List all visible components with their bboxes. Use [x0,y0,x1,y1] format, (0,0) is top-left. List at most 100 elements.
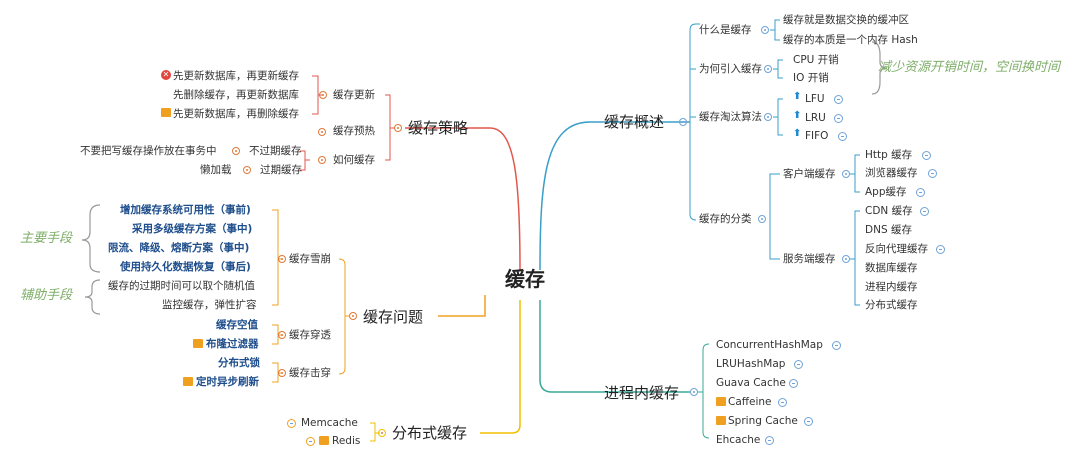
collapse-icon[interactable] [842,255,850,263]
expand-icon[interactable] [834,114,843,123]
topic-cache-strategy[interactable]: 缓存策略 [408,119,469,137]
expand-icon[interactable] [832,341,841,350]
note-why: 减少资源开销时间，空间换时间 [878,60,1061,75]
subtopic-no-expire[interactable]: 不过期缓存 [249,145,302,157]
item-redis: Redis [332,435,361,447]
flag-icon [193,339,203,348]
collapse-icon[interactable] [318,156,326,164]
bullet-icon [318,128,326,136]
flag-icon [161,108,171,117]
subtopic-how-to-cache[interactable]: 如何缓存 [333,154,375,166]
expand-icon[interactable] [916,188,925,197]
subtopic-why-cache[interactable]: 为何引入缓存 [699,63,762,75]
item-avalanche-1: 增加缓存系统可用性（事前) [120,204,251,216]
collapse-icon[interactable] [278,369,286,377]
subtopic-classify[interactable]: 缓存的分类 [699,213,752,225]
subtopic-what-is-cache[interactable]: 什么是缓存 [699,24,752,36]
subtopic-expire[interactable]: 过期缓存 [260,164,302,176]
item-browser-cache: 浏览器缓存 [865,167,918,179]
item-avalanche-2: 采用多级缓存方案（事中) [132,223,253,235]
subtopic-client-cache[interactable]: 客户端缓存 [783,168,836,180]
collapse-icon[interactable] [764,113,772,121]
collapse-icon[interactable] [349,312,357,320]
subtopic-cache-update[interactable]: 缓存更新 [333,89,375,101]
collapse-icon[interactable] [758,215,766,223]
subtopic-breakdown[interactable]: 缓存击穿 [289,367,331,379]
expand-icon[interactable] [765,436,774,445]
item-dns-cache: DNS 缓存 [865,224,912,236]
subtopic-cache-preheat[interactable]: 缓存预热 [333,125,375,137]
arrow-up-icon: ⬆ [793,91,802,102]
expand-icon[interactable] [789,379,798,388]
item-avalanche-6: 监控缓存，弹性扩容 [162,299,257,311]
item-update-2: 先删除缓存，再更新数据库 [173,89,299,101]
collapse-icon[interactable] [764,65,772,73]
expand-icon[interactable] [920,207,929,216]
expand-icon[interactable] [928,169,937,178]
collapse-icon[interactable] [278,331,286,339]
expand-icon[interactable] [922,151,931,160]
collapse-icon[interactable] [842,170,850,178]
collapse-icon[interactable] [394,124,402,132]
item-avalanche-3: 限流、降级、熔断方案（事中) [108,242,250,254]
item-memcache: Memcache [301,417,358,429]
item-bloom-filter: 布隆过滤器 [206,338,259,350]
topic-inprocess-cache[interactable]: 进程内缓存 [604,384,680,402]
item-app-cache: App缓存 [865,186,907,198]
collapse-icon[interactable] [243,166,251,174]
item-spring-cache: Spring Cache [728,415,798,427]
item-what-1: 缓存就是数据交换的缓冲区 [783,14,909,26]
item-fifo: FIFO [805,130,829,142]
collapse-icon[interactable] [378,429,386,437]
item-update-1: 先更新数据库，再更新缓存 [173,70,299,82]
center-topic[interactable]: 缓存 [505,267,545,291]
collapse-icon[interactable] [690,388,698,396]
subtopic-penetration[interactable]: 缓存穿透 [289,329,331,341]
item-what-2: 缓存的本质是一个内存 Hash [783,34,918,46]
collapse-icon[interactable] [679,118,687,126]
item-http-cache: Http 缓存 [865,149,913,161]
expand-icon[interactable] [936,245,945,254]
cross-icon: ✕ [161,70,171,80]
item-async-refresh: 定时异步刷新 [196,376,259,388]
topic-cache-problems[interactable]: 缓存问题 [363,308,424,326]
item-dist-lock: 分布式锁 [218,357,260,369]
item-cdn-cache: CDN 缓存 [865,205,913,217]
flag-icon [716,397,726,406]
expand-icon[interactable] [287,419,296,428]
item-avalanche-5: 缓存的过期时间可以取个随机值 [108,280,255,292]
item-lru: LRU [805,112,826,124]
collapse-icon[interactable] [761,26,769,34]
collapse-icon[interactable] [319,91,327,99]
item-concurrenthashmap: ConcurrentHashMap [716,339,823,351]
subtopic-eviction[interactable]: 缓存淘汰算法 [699,111,762,123]
arrow-up-icon: ⬆ [793,128,802,139]
expand-icon[interactable] [838,132,847,141]
flag-icon [716,416,726,425]
expand-icon[interactable] [834,95,843,104]
expand-icon[interactable] [306,437,315,446]
item-inproc-cache: 进程内缓存 [865,281,918,293]
item-lruhashmap: LRUHashMap [716,358,786,370]
topic-distributed-cache[interactable]: 分布式缓存 [392,424,468,442]
item-caffeine: Caffeine [728,396,772,408]
collapse-icon[interactable] [278,255,286,263]
item-guava-cache: Guava Cache [716,377,786,389]
item-ehcache: Ehcache [716,434,761,446]
item-lazy-load: 懒加载 [200,164,232,176]
item-avalanche-4: 使用持久化数据恢复（事后) [120,261,251,273]
expand-icon[interactable] [804,417,813,426]
flag-icon [319,436,329,445]
item-why-io: IO 开销 [793,72,829,84]
note-aux-means: 辅助手段 [20,288,73,303]
topic-cache-overview[interactable]: 缓存概述 [604,113,665,131]
collapse-icon[interactable] [232,147,240,155]
subtopic-server-cache[interactable]: 服务端缓存 [783,253,836,265]
item-noexpire-tip: 不要把写缓存操作放在事务中 [80,145,217,157]
subtopic-avalanche[interactable]: 缓存雪崩 [289,253,331,265]
item-lfu: LFU [805,93,825,105]
expand-icon[interactable] [778,398,787,407]
expand-icon[interactable] [794,360,803,369]
item-update-3: 先更新数据库，再删除缓存 [173,108,299,120]
